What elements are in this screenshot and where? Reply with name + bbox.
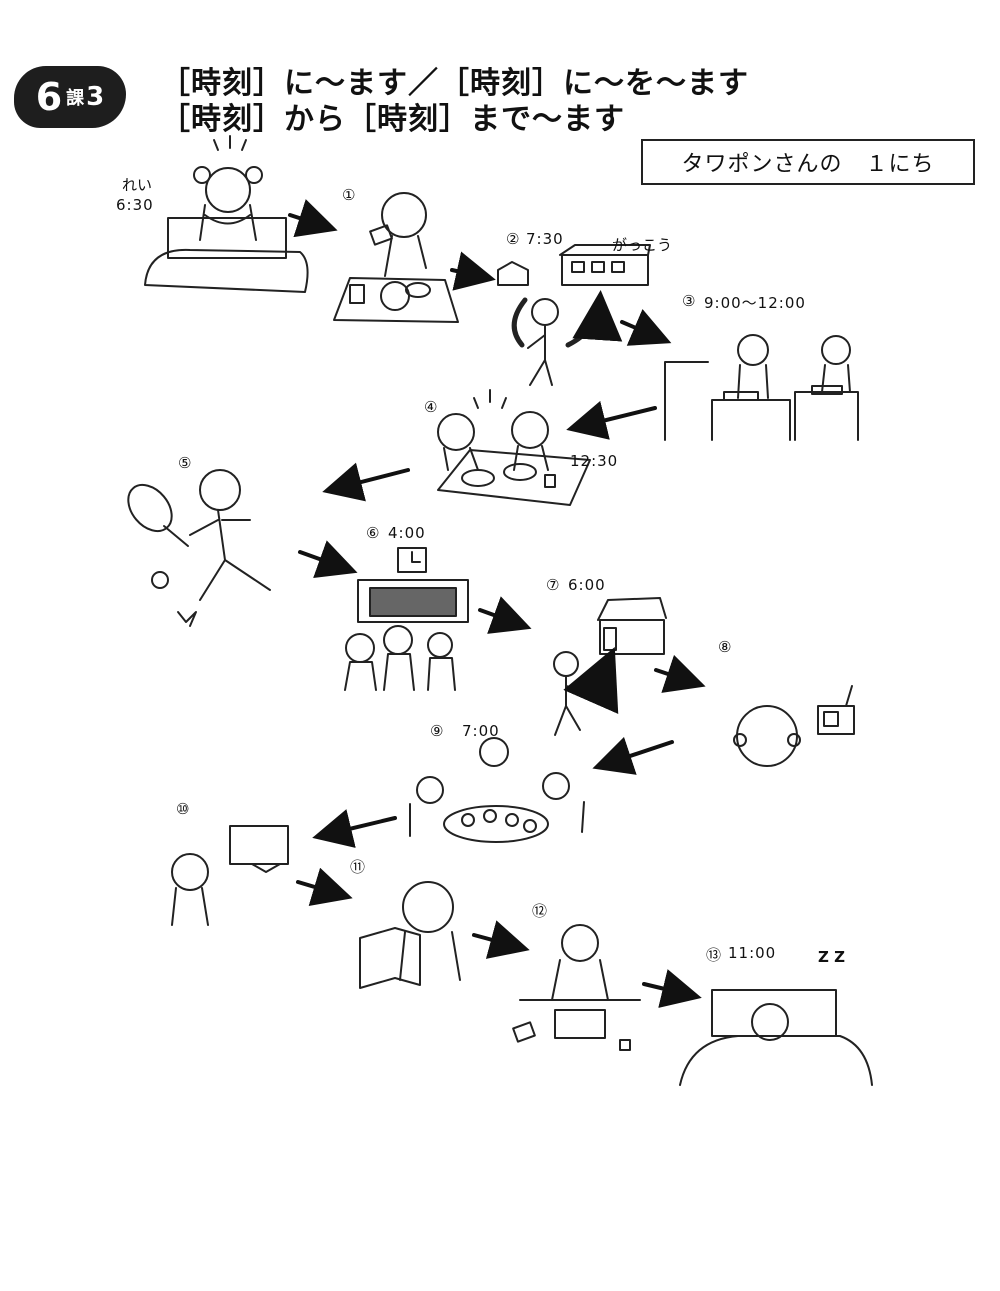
lesson-badge: 6 課 3 — [14, 66, 126, 128]
scene-homework — [512, 924, 641, 1051]
step-1-marker: ① — [342, 186, 356, 204]
scene-class — [664, 334, 859, 441]
scene-tv — [171, 825, 289, 926]
step-3-marker: ③ — [682, 292, 696, 310]
step-13-time: 11:00 — [728, 944, 777, 962]
step-5-marker: ⑤ — [178, 454, 192, 472]
scene-wake-up — [144, 135, 309, 293]
example-time: 6:30 — [116, 196, 154, 214]
heading-line-2: ［時刻］から［時刻］まで～ます — [160, 102, 625, 137]
step-13-marker: ⑬ — [706, 946, 722, 964]
step-7-time: 6:00 — [568, 576, 606, 594]
scene-reading — [359, 881, 461, 989]
scene-dinner — [409, 737, 585, 843]
step-3-time: 9:00～12:00 — [704, 294, 806, 312]
step-9-time: 7:00 — [462, 722, 500, 740]
lesson-part: 3 — [86, 82, 105, 112]
lesson-ka: 課 — [66, 88, 85, 109]
scene-go-home — [553, 597, 667, 736]
heading-line-1: ［時刻］に～ます／［時刻］に～を～ます — [160, 66, 749, 101]
step-2-marker: ② — [506, 230, 520, 248]
scene-go-to-school — [497, 244, 651, 386]
scene-sleep — [679, 989, 873, 1086]
step-7-marker: ⑦ — [546, 576, 560, 594]
step-6-marker: ⑥ — [366, 524, 380, 542]
step-2-time: 7:30 — [526, 230, 564, 248]
step-9-marker: ⑨ — [430, 722, 444, 740]
scene-tennis — [127, 469, 271, 627]
step-6-time: 4:00 — [388, 524, 426, 542]
step-12-marker: ⑫ — [532, 902, 548, 920]
step-8-marker: ⑧ — [718, 638, 732, 656]
scene-breakfast — [333, 192, 459, 323]
scene-meeting — [344, 547, 469, 691]
flow-arrows — [288, 199, 706, 1008]
step-4-marker: ④ — [424, 398, 438, 416]
sleep-mark: Z Z — [818, 948, 845, 966]
example-label: れい — [122, 176, 153, 194]
scene-radio — [733, 685, 855, 767]
step-4-time: 12:30 — [570, 452, 619, 470]
step-11-marker: ⑪ — [350, 858, 366, 876]
step-10-marker: ⑩ — [176, 800, 190, 818]
lesson-number: 6 — [35, 75, 63, 119]
worksheet-title: タワポンさんの １にち — [641, 139, 975, 185]
school-label: がっこう — [612, 236, 673, 254]
scene-lunch — [437, 389, 591, 506]
